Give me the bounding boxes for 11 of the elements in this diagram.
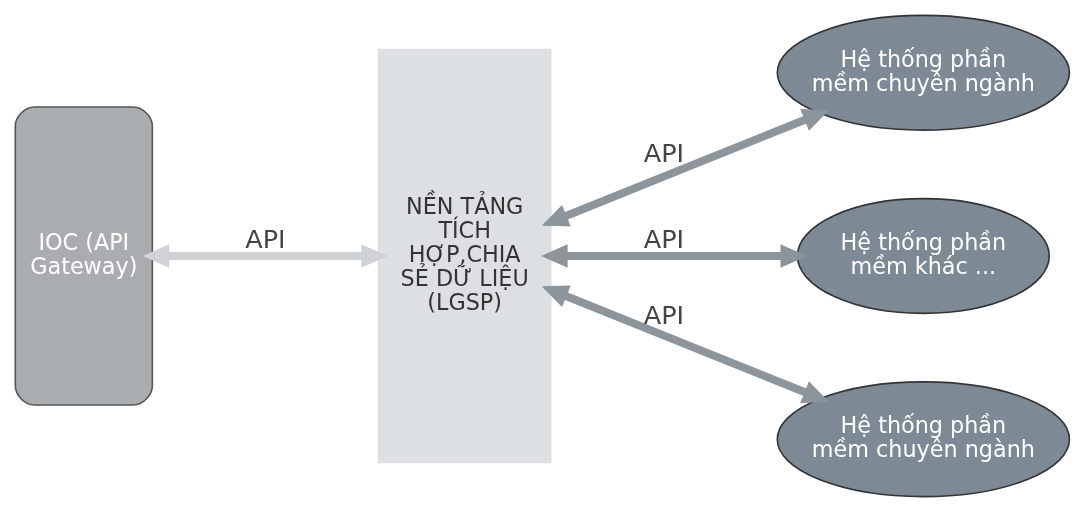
arrow (541, 284, 830, 403)
edge-label: API (643, 137, 685, 168)
edge-label: API (245, 223, 286, 254)
arrow (142, 243, 389, 268)
edge-label: API (643, 223, 685, 254)
edge-label: API (643, 299, 685, 330)
node-box: NỀN TẢNG TÍCH HỢP,CHIA SẺ DỮ LIỆU (LGSP) (377, 48, 552, 463)
arrow (541, 108, 830, 227)
node-box: IOC (API Gateway) (14, 105, 154, 406)
node-ellipse: Hệ thống phần mềm khác ... (796, 197, 1051, 314)
arrow (540, 243, 808, 268)
